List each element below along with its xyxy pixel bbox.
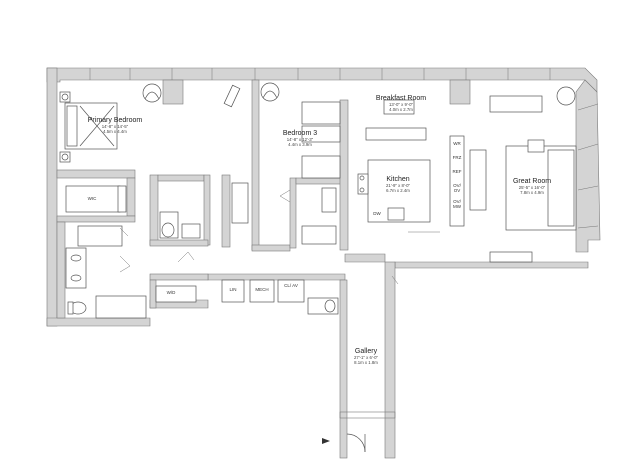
room-dim-metric: 7.8m x 4.9m xyxy=(520,189,544,195)
room-dim-imperial: 14'-8" x 12'-3" xyxy=(286,137,314,143)
room-name: Breakfast Room xyxy=(375,95,427,102)
tag-wic: WIC xyxy=(87,196,97,201)
room-label-primary-bedroom: Primary Bedroom 14'-8" x 14'-5" 4.5m x 4… xyxy=(80,117,150,135)
room-dim-metric: 4.0m x 2.7m xyxy=(389,106,413,112)
tag-ov-mw: OV/ MW xyxy=(453,199,461,209)
room-dim-metric: 4.5m x 4.4m xyxy=(103,128,127,134)
room-label-kitchen: Kitchen 21'-9" x 8'-0" 6.7m x 2.4m xyxy=(370,176,426,194)
room-dim-imperial: 27'-1" x 6'-0" xyxy=(353,355,379,361)
room-name: Bedroom 3 xyxy=(282,130,318,137)
tag-mech: MECH xyxy=(255,287,269,292)
room-dim-metric: 6.7m x 2.4m xyxy=(386,187,410,193)
tag-dw: DW xyxy=(373,211,381,216)
room-name: Great Room xyxy=(512,178,552,185)
tag-wd: W/D xyxy=(166,290,176,295)
tag-frz: FRZ xyxy=(452,155,462,160)
room-dim-imperial: 13'-0" x 9'-0" xyxy=(388,102,414,108)
tag-lin: LIN xyxy=(229,287,237,292)
room-dim-metric: 4.4m x 3.9m xyxy=(288,141,312,147)
room-label-bedroom3: Bedroom 3 14'-8" x 12'-3" 4.4m x 3.9m xyxy=(270,130,330,148)
room-name: Kitchen xyxy=(386,176,410,183)
room-dim-imperial: 14'-8" x 14'-5" xyxy=(101,124,129,130)
room-name: Gallery xyxy=(354,348,378,355)
fixtures xyxy=(59,82,577,453)
door-swings xyxy=(119,189,440,285)
room-dim-imperial: 21'-9" x 8'-0" xyxy=(385,183,411,189)
room-name: Primary Bedroom xyxy=(87,117,143,124)
room-label-gallery: Gallery 27'-1" x 6'-0" 8.1m x 1.8m xyxy=(342,348,390,366)
tag-wr: WR xyxy=(453,141,461,146)
room-label-great-room: Great Room 25'-5" x 16'-0" 7.8m x 4.9m xyxy=(504,178,560,196)
room-dim-metric: 8.1m x 1.8m xyxy=(354,359,378,365)
tag-cl-av: CL/ AV xyxy=(284,283,298,288)
room-label-breakfast: Breakfast Room 13'-0" x 9'-0" 4.0m x 2.7… xyxy=(366,95,436,113)
walls xyxy=(46,67,601,459)
room-dim-imperial: 25'-5" x 16'-0" xyxy=(518,185,546,191)
tag-ov-ov: OV/ OV xyxy=(453,183,461,193)
entry-arrow-icon xyxy=(322,438,330,444)
tag-ref: REF xyxy=(452,169,462,174)
